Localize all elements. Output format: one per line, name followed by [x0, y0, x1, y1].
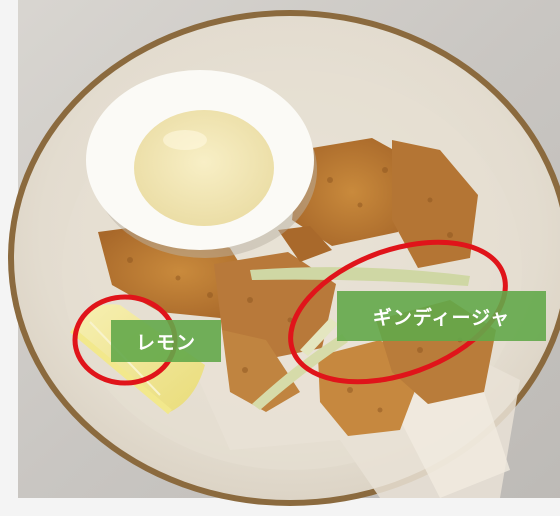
lemon-label: レモン [135, 331, 196, 354]
lemon-label-box [111, 320, 221, 362]
ginger-highlight-circle [288, 239, 508, 385]
sauce [134, 110, 274, 226]
guindilla-label: ギンディージャ [372, 306, 511, 329]
ginger-label-box [337, 291, 546, 341]
guindilla-peppers [250, 267, 470, 410]
white-border-bottom [0, 498, 560, 516]
